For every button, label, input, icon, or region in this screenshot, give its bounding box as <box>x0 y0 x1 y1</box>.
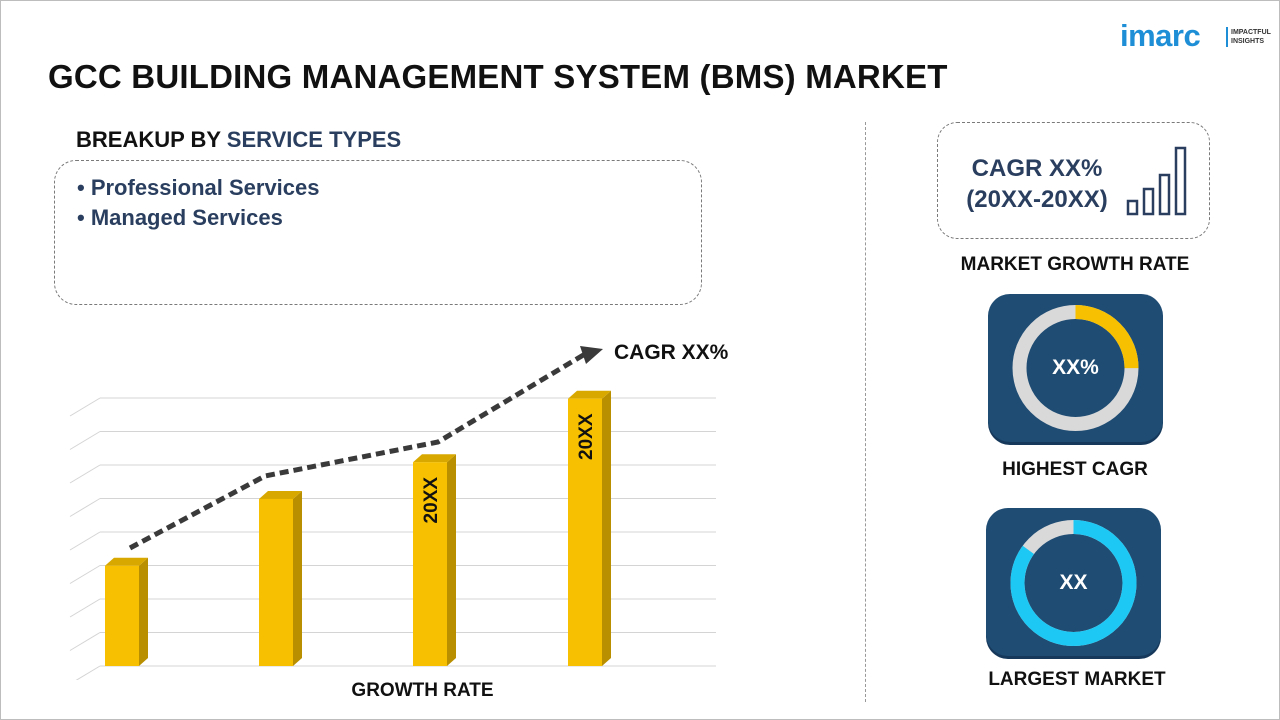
logo-wordmark: imarc <box>1120 18 1201 53</box>
bar-side <box>602 390 611 666</box>
bar-side <box>293 490 302 666</box>
bar <box>413 462 447 666</box>
largest-market-label: LARGEST MARKET <box>988 669 1166 690</box>
highest-cagr-tile: XX% <box>988 294 1163 442</box>
bar <box>105 565 139 666</box>
bar-top <box>413 454 456 463</box>
breakup-heading-accent: SERVICE TYPES <box>226 127 402 152</box>
bar-top <box>568 390 611 399</box>
grid-line-side <box>69 531 101 551</box>
logo-divider <box>1226 27 1228 47</box>
grid-line-side <box>69 565 101 584</box>
highest-cagr-value: XX% <box>1052 356 1099 379</box>
grid-line-side <box>69 598 101 618</box>
breakup-heading-prefix: BREAKUP BY <box>76 127 227 152</box>
breakup-heading: BREAKUP BY SERVICE TYPES <box>76 127 401 153</box>
cagr-value: CAGR XX% <box>971 155 1103 182</box>
bar-label: 20XX <box>421 477 442 524</box>
page-title: GCC BUILDING MANAGEMENT SYSTEM (BMS) MAR… <box>48 58 948 95</box>
bar-side <box>139 557 148 666</box>
service-types-list: • Professional Services • Managed Servic… <box>77 173 320 233</box>
highest-cagr-ring-fill <box>1012 305 1139 431</box>
bar-top <box>105 557 148 566</box>
largest-market-ring-fill <box>1010 520 1137 646</box>
bar-side <box>447 454 456 666</box>
chart-x-label: GROWTH RATE <box>351 680 494 701</box>
largest-market-value: XX <box>1059 571 1088 594</box>
trend-line <box>128 351 587 551</box>
bar <box>568 398 602 666</box>
cagr-box: CAGR XX% (20XX-20XX) <box>937 122 1210 239</box>
grid-line-side <box>69 397 101 417</box>
bar <box>259 498 293 666</box>
cagr-text: CAGR XX% (20XX-20XX) <box>952 153 1122 215</box>
bar-top <box>259 490 302 499</box>
grid-line-side <box>69 632 101 651</box>
imarc-logo: imarc IMPACTFUL INSIGHTS <box>1120 16 1273 56</box>
bar-growth-icon <box>1126 146 1187 216</box>
logo-tagline-line1: IMPACTFUL <box>1231 29 1271 36</box>
highest-cagr-ring <box>1012 305 1139 431</box>
highest-cagr-label: HIGHEST CAGR <box>1002 459 1148 480</box>
grid-line-side <box>69 431 101 450</box>
cagr-period: (20XX-20XX) <box>966 186 1108 213</box>
service-type-item: • Professional Services <box>77 175 320 200</box>
grid-line-side <box>75 665 101 680</box>
trend-cagr-label: CAGR XX% <box>614 341 729 364</box>
logo-tagline-line2: INSIGHTS <box>1231 38 1265 45</box>
largest-market-ring <box>1010 520 1137 646</box>
service-type-item: • Managed Services <box>77 205 283 230</box>
growth-bar-chart: 20XX 20XX <box>69 346 716 680</box>
grid-line-side <box>69 464 101 484</box>
service-types-box: • Professional Services • Managed Servic… <box>54 160 702 305</box>
logo-tagline: IMPACTFUL INSIGHTS <box>1231 28 1273 46</box>
grid-line-side <box>69 498 101 517</box>
trend-arrowhead <box>580 346 603 364</box>
bar-label: 20XX <box>576 413 597 460</box>
section-divider <box>865 122 866 702</box>
market-growth-label: MARKET GROWTH RATE <box>960 254 1190 275</box>
largest-market-tile: XX <box>986 508 1161 656</box>
